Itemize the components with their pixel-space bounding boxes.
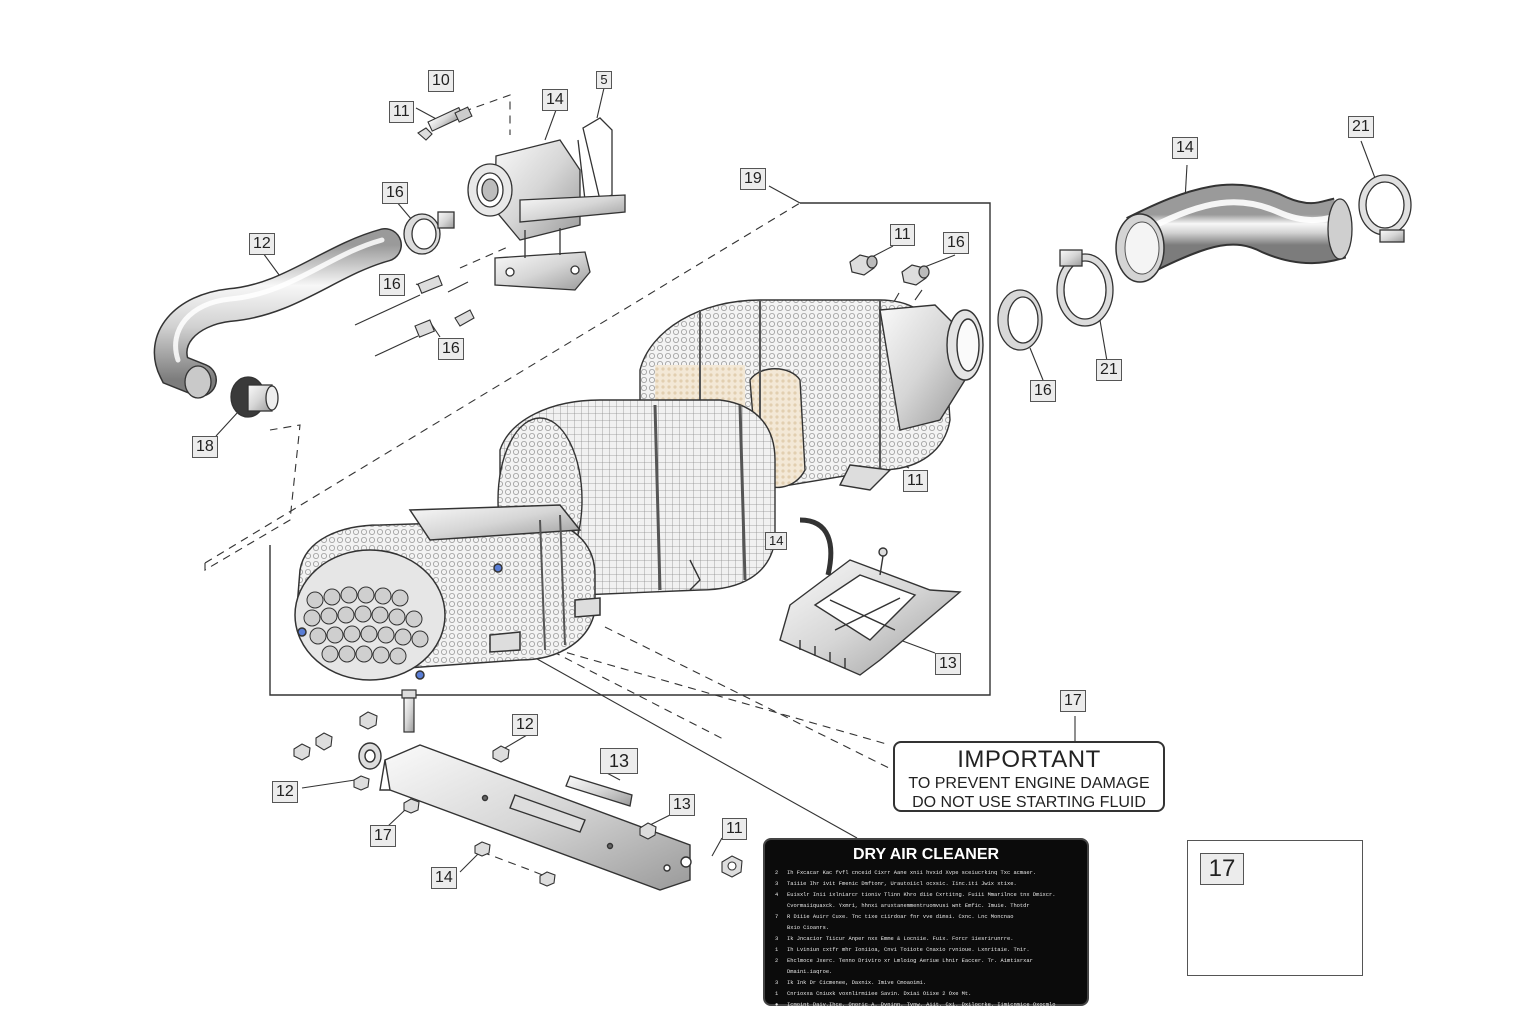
- dry-air-cleaner-label: DRY AIR CLEANER 2 Ih Fxcacar Kac fvfl cnc…: [763, 838, 1089, 1009]
- dry-label-line: 1 Ih Lviniun cxtfr mhr Ioniioa, Cnvi Toii…: [775, 947, 1077, 954]
- dry-label-line: 2 Ih Fxcacar Kac fvfl cnceid Cixrr Aane x…: [775, 870, 1077, 877]
- dry-label-line-number: 3: [775, 980, 779, 986]
- tray-13: [779, 547, 962, 676]
- intake-pipe-14: [1115, 183, 1353, 283]
- callout-12-hose: 12: [249, 233, 275, 255]
- clamp-16: [403, 211, 455, 255]
- callout-5: 5: [596, 71, 612, 89]
- dry-label-line: 3 Ik Jncacior Tiicur Anper nxx Emme & Loc…: [775, 936, 1077, 943]
- dry-label-title: DRY AIR CLEANER: [852, 846, 1000, 863]
- callout-14-top: 14: [542, 89, 568, 111]
- mounting-bracket-13: [358, 742, 692, 891]
- callout-11-d: 11: [722, 818, 747, 840]
- dry-label-line: 2 Ehclmoce Jxerc. Tenno Driviro xr Lmloio…: [775, 958, 1077, 965]
- callout-13-tray: 13: [935, 653, 961, 675]
- callout-18: 18: [192, 436, 218, 458]
- filter-housing-front: [294, 504, 601, 681]
- callout-17-detail: 17: [1200, 853, 1244, 885]
- callout-17-label: 17: [1060, 690, 1086, 712]
- important-title: IMPORTANT: [957, 746, 1101, 773]
- dry-label-line-number: 2: [775, 870, 779, 876]
- assembly-frame: [269, 202, 991, 696]
- callout-16-c: 16: [438, 338, 464, 360]
- important-warning-label: IMPORTANT TO PREVENT ENGINE DAMAGE DO NO…: [893, 741, 1165, 812]
- dry-label-line-text: Cvormaiiquaxck. Yxmri, hhnxi aruxtanemme…: [787, 903, 1030, 909]
- dry-label-line: 1 Cnrioxxa Cniuxk voxnlirmiiee Savin. Dxi…: [775, 991, 1077, 998]
- dry-label-line-number: 1: [775, 991, 779, 997]
- detail-inset-17: 17: [1187, 840, 1363, 976]
- hose-12: [153, 228, 402, 399]
- callout-12-a: 12: [512, 714, 538, 736]
- callout-21-b: 21: [1096, 359, 1122, 381]
- callout-14-bot: 14: [431, 867, 457, 889]
- callout-11-b: 11: [890, 224, 915, 246]
- bolt-under-housing: [401, 689, 417, 733]
- callout-13-bracket: 13: [669, 794, 695, 816]
- important-line-1: TO PREVENT ENGINE DAMAGE: [908, 775, 1150, 792]
- callout-16-b: 16: [379, 274, 405, 296]
- dry-label-line: Bxio Cioanrs.: [775, 925, 1077, 932]
- callout-17-a: 17: [370, 825, 396, 847]
- dry-label-line-number: 4: [775, 892, 779, 898]
- sensor-18: [230, 376, 279, 418]
- dry-label-line-text: R Diiie Auirr Cuxe. Tnc tixe ciirdoar fn…: [787, 914, 1014, 920]
- dry-label-line-number: 3: [775, 881, 779, 887]
- dry-label-line: Cvormaiiquaxck. Yxmri, hhnxi aruxtanemme…: [775, 903, 1077, 910]
- dry-label-line: 7 R Diiie Auirr Cuxe. Tnc tixe ciirdoar f…: [775, 914, 1077, 921]
- rod-13: [565, 775, 633, 807]
- fittings-16: [354, 275, 475, 357]
- bolt-10: [417, 106, 473, 141]
- dry-label-instructions: 2 Ih Fxcacar Kac fvfl cnceid Cixrr Aane x…: [775, 870, 1077, 1009]
- dry-label-line-text: Taiiie Ihr ivit Fmenic Dmftonr, Urautoii…: [787, 881, 1017, 887]
- callout-16-e: 16: [1030, 380, 1056, 402]
- callout-16-a: 16: [382, 182, 408, 204]
- intake-housing: [467, 117, 626, 291]
- callout-11-c: 11: [903, 470, 928, 492]
- dry-label-line-text: Cnrioxxa Cniuxk voxnlirmiiee Savin. Dxia…: [787, 991, 972, 997]
- dry-label-line-text: Dmaini.iaqroe.: [787, 969, 833, 975]
- dry-label-line-text: Ik Jncacior Tiicur Anper nxx Emme & Locn…: [787, 936, 1014, 942]
- dry-label-line: Dmaini.iaqroe.: [775, 969, 1077, 976]
- dry-label-line-number: 1: [775, 947, 779, 953]
- nuts-11-16-top: [849, 254, 930, 286]
- dry-label-line-number: ●: [775, 1002, 779, 1008]
- ring-16-right: [997, 289, 1043, 351]
- dry-label-line-text: Ih Fxcacar Kac fvfl cnceid Cixrr Aane xn…: [787, 870, 1037, 876]
- dry-label-line-text: Ih Lviniun cxtfr mhr Ioniioa, Cnvi Toiio…: [787, 947, 1030, 953]
- callout-14-right: 14: [1172, 137, 1198, 159]
- dry-label-line-number: 2: [775, 958, 779, 964]
- bracket-hardware: [293, 711, 743, 887]
- dry-label-line-text: Icmoint Daiv,Ihce. Onoric A. Dvninn. Tvn…: [787, 1002, 1056, 1008]
- dry-label-line-text: Ik Ink Dr Cicmenee, Daxnix. Imive Cmoaoi…: [787, 980, 927, 986]
- dry-label-line-number: 7: [775, 914, 779, 920]
- important-line-2: DO NOT USE STARTING FLUID: [912, 794, 1146, 811]
- dry-label-line-text: Euisxlr Inii ixlniarcr tioniv Tlinn Khro…: [787, 892, 1056, 898]
- callout-10: 10: [428, 70, 454, 92]
- callout-14-mid: 14: [765, 532, 788, 550]
- callout-12-b: 12: [272, 781, 298, 803]
- clamp-21-right: [1358, 174, 1412, 243]
- callout-19: 19: [740, 168, 766, 190]
- callout-13-rod: 13: [600, 748, 638, 774]
- dry-label-line: ● Icmoint Daiv,Ihce. Onoric A. Dvninn. Tv…: [775, 1002, 1077, 1009]
- dry-label-line-number: 3: [775, 936, 779, 942]
- clamp-21-left: [1056, 249, 1114, 327]
- callout-11-top: 11: [389, 101, 414, 123]
- dry-label-line-text: Bxio Cioanrs.: [787, 925, 830, 931]
- callout-21-a: 21: [1348, 116, 1374, 138]
- dry-label-line-text: Ehclmoce Jxerc. Tenno Driviro xr Lmloiog…: [787, 958, 1033, 964]
- callout-16-d: 16: [943, 232, 969, 254]
- curved-strip-14: [799, 517, 834, 576]
- dry-label-line: 3 Taiiie Ihr ivit Fmenic Dmftonr, Urautoi…: [775, 881, 1077, 888]
- dry-label-line: 4 Euisxlr Inii ixlniarcr tioniv Tlinn Khr…: [775, 892, 1077, 899]
- dry-label-line: 3 Ik Ink Dr Cicmenee, Daxnix. Imive Cmoao…: [775, 980, 1077, 987]
